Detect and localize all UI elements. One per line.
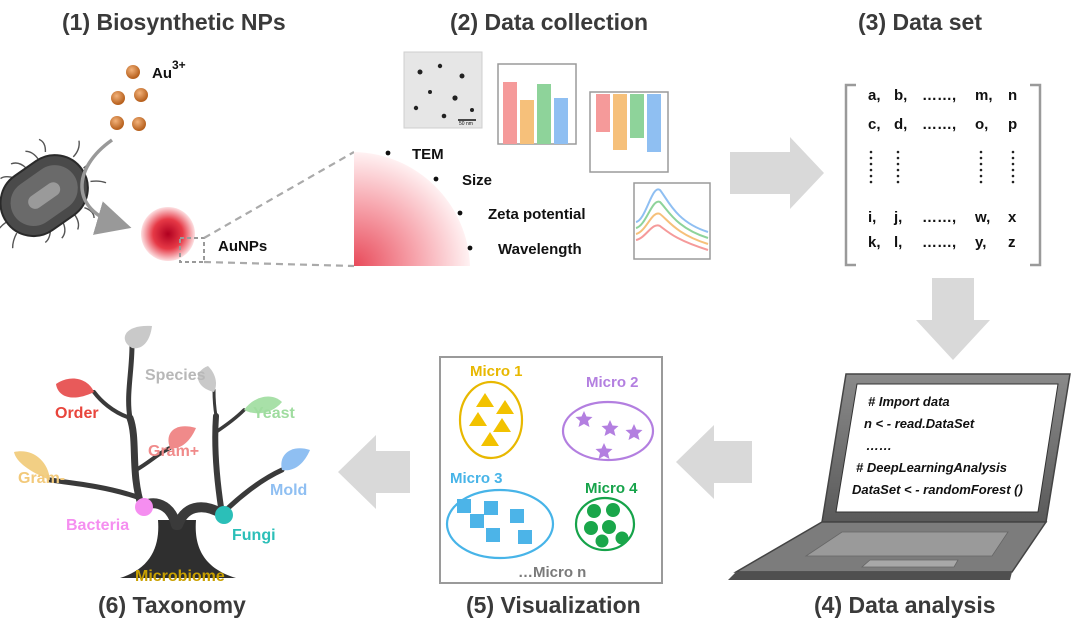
step-1-title: (1) Biosynthetic NPs bbox=[62, 9, 286, 35]
matrix-bracket-right bbox=[1030, 83, 1042, 267]
laptop-icon bbox=[728, 373, 1071, 580]
bullet-size: Size bbox=[462, 172, 492, 189]
step-4-title: (4) Data analysis bbox=[814, 592, 996, 618]
cluster-label: Micro 3 bbox=[450, 470, 503, 487]
svg-text:a,: a, bbox=[868, 87, 881, 104]
bacteria-node bbox=[135, 498, 153, 516]
ion-dot bbox=[111, 91, 125, 105]
cluster-label: Micro 2 bbox=[586, 374, 639, 391]
svg-text:k,: k, bbox=[868, 234, 881, 251]
cluster-micro-1: Micro 1 bbox=[458, 363, 524, 460]
ion-dot bbox=[132, 117, 146, 131]
code-line: # Import data bbox=[868, 394, 950, 409]
svg-text:c,: c, bbox=[868, 116, 881, 133]
zoom-line-bottom bbox=[203, 260, 355, 268]
visualization-panel bbox=[439, 356, 663, 584]
np-label: AuNPs bbox=[218, 238, 267, 255]
property-list: TEM Size Zeta potential Wavelength bbox=[385, 146, 586, 258]
label-fungi: Fungi bbox=[232, 527, 276, 544]
svg-text:……,: ……, bbox=[922, 234, 956, 251]
taxonomy-tree bbox=[14, 325, 310, 578]
ion-label: Au3+ bbox=[152, 58, 186, 82]
cluster-label: Micro 1 bbox=[470, 363, 523, 380]
cluster-micro-4: Micro 4 bbox=[574, 480, 638, 552]
bullet-zeta: Zeta potential bbox=[488, 206, 586, 223]
size-bar-chart bbox=[497, 63, 577, 145]
svg-text:m,: m, bbox=[975, 87, 993, 104]
ion-dot bbox=[134, 88, 148, 102]
matrix-row: i, j, ……, w, x bbox=[868, 209, 1017, 226]
label-gram-positive: Gram+ bbox=[148, 443, 199, 460]
svg-text:j,: j, bbox=[893, 209, 902, 226]
label-order: Order bbox=[55, 405, 99, 422]
taxonomy-labels: Species Order Yeast Gram+ Mold Gram- Bac… bbox=[18, 367, 307, 585]
zoom-line-top bbox=[203, 151, 355, 239]
cluster-micro-3: Micro 3 bbox=[445, 470, 555, 560]
label-microbiome: Microbiome bbox=[135, 568, 225, 585]
svg-text:z: z bbox=[1008, 234, 1016, 251]
label-mold: Mold bbox=[270, 482, 307, 499]
tem-scale-text: 50 nm bbox=[459, 121, 473, 127]
bacterium-icon bbox=[0, 138, 107, 249]
spectrum-chart bbox=[633, 182, 711, 260]
step-5-title: (5) Visualization bbox=[466, 592, 641, 618]
code-line: DataSet < - randomForest () bbox=[852, 482, 1023, 497]
svg-text:……,: ……, bbox=[922, 209, 956, 226]
nanoparticle-zoom bbox=[354, 152, 470, 266]
step-6-title: (6) Taxonomy bbox=[98, 592, 246, 618]
zoom-box bbox=[179, 237, 205, 263]
arrow-collection-to-dataset bbox=[730, 137, 824, 209]
ion-dot bbox=[110, 116, 124, 130]
zeta-bar-chart bbox=[589, 91, 669, 173]
matrix-vertical-dots bbox=[869, 150, 1015, 184]
cluster-micro-2: Micro 2 bbox=[561, 374, 655, 462]
cluster-label: Micro 4 bbox=[585, 480, 638, 497]
label-yeast: Yeast bbox=[253, 405, 295, 422]
code-line: n < - read.DataSet bbox=[864, 416, 975, 431]
bullet-tem: TEM bbox=[412, 146, 444, 163]
matrix-row: k, l, ……, y, z bbox=[868, 234, 1016, 251]
label-gram-negative: Gram- bbox=[18, 470, 65, 487]
svg-text:p: p bbox=[1008, 116, 1017, 133]
fungi-node bbox=[215, 506, 233, 524]
gold-ions bbox=[110, 65, 148, 131]
svg-text:……,: ……, bbox=[922, 116, 956, 133]
arrow-visualization-to-taxonomy bbox=[338, 435, 410, 509]
svg-text:d,: d, bbox=[894, 116, 907, 133]
svg-text:w,: w, bbox=[974, 209, 990, 226]
label-bacteria: Bacteria bbox=[66, 517, 129, 534]
svg-text:o,: o, bbox=[975, 116, 988, 133]
matrix-bracket-left bbox=[844, 83, 856, 267]
code-line: # DeepLearningAnalysis bbox=[856, 460, 1007, 475]
code-snippet: # Import data n < - read.DataSet …… # De… bbox=[852, 394, 1023, 497]
bullet-wavelength: Wavelength bbox=[498, 241, 582, 258]
arrow-dataset-to-analysis bbox=[916, 278, 990, 360]
step-2-title: (2) Data collection bbox=[450, 9, 648, 35]
svg-text:i,: i, bbox=[868, 209, 876, 226]
svg-text:……,: ……, bbox=[922, 87, 956, 104]
label-species: Species bbox=[145, 367, 206, 384]
more-clusters-label: …Micro n bbox=[518, 564, 586, 581]
nanoparticle-icon bbox=[141, 207, 195, 261]
svg-text:x: x bbox=[1008, 209, 1017, 226]
dataset-matrix: a, b, ……, m, n c, d, ……, o, p i, j, ……, … bbox=[844, 83, 1042, 267]
svg-text:n: n bbox=[1008, 87, 1017, 104]
tem-image: 50 nm bbox=[403, 51, 483, 129]
code-line: …… bbox=[866, 438, 892, 453]
arrow-analysis-to-visualization bbox=[676, 425, 752, 499]
svg-text:b,: b, bbox=[894, 87, 907, 104]
step-3-title: (3) Data set bbox=[858, 9, 982, 35]
matrix-row: c, d, ……, o, p bbox=[868, 116, 1017, 133]
ion-dot bbox=[126, 65, 140, 79]
svg-text:y,: y, bbox=[975, 234, 986, 251]
matrix-row: a, b, ……, m, n bbox=[868, 87, 1017, 104]
synthesis-arrow bbox=[80, 138, 132, 235]
svg-text:l,: l, bbox=[894, 234, 902, 251]
